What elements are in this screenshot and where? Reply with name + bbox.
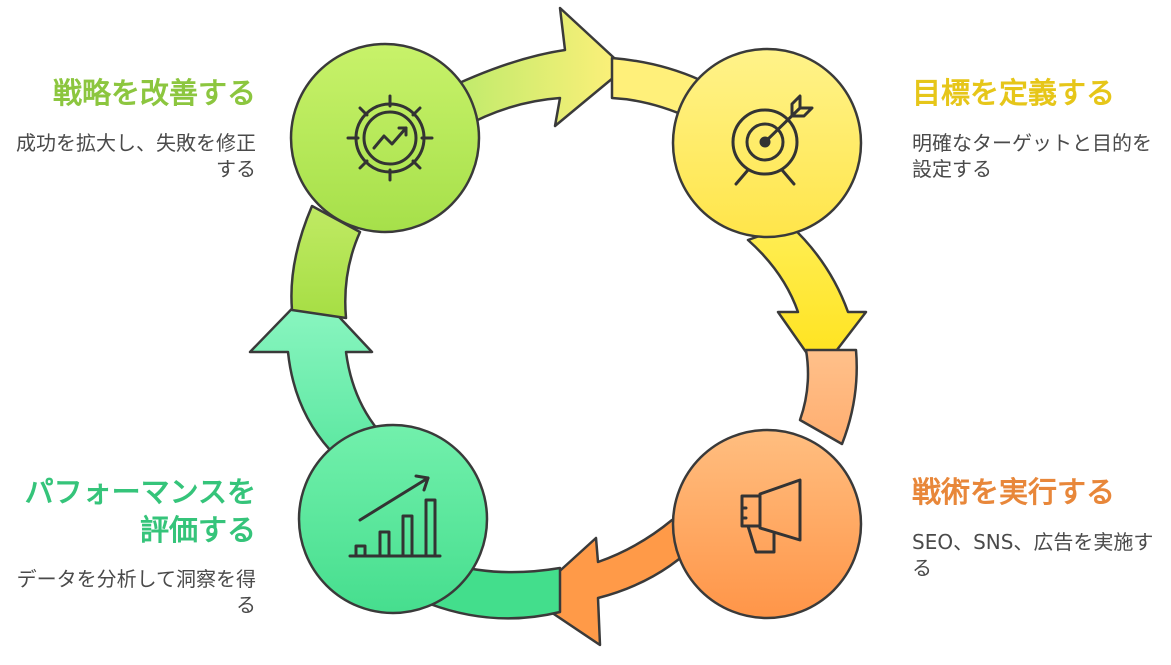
evaluate-desc: データを分析して洞察を得る xyxy=(16,567,256,617)
megaphone-icon xyxy=(740,478,802,554)
define-desc: 明確なターゲットと目的を設定する xyxy=(912,131,1152,181)
bar-chart-icon xyxy=(348,474,442,558)
evaluate-title: パフォーマンスを評価する xyxy=(24,475,256,547)
arc-execute-top xyxy=(798,348,858,446)
node-evaluate xyxy=(297,423,489,615)
improve-desc: 成功を拡大し、失敗を修正する xyxy=(16,131,256,181)
execute-title: 戦術を実行する xyxy=(912,475,1116,509)
improve-title: 戦略を改善する xyxy=(52,76,256,110)
target-icon xyxy=(731,94,814,186)
gear-chart-icon xyxy=(346,94,434,182)
define-title: 目標を定義する xyxy=(912,76,1116,110)
execute-desc: SEO、SNS、広告を実施する xyxy=(912,530,1154,580)
node-execute xyxy=(671,428,863,620)
